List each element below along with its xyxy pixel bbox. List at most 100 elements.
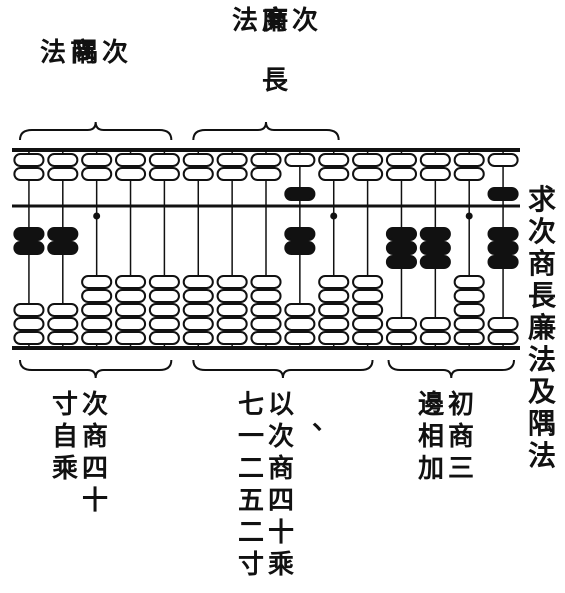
- abacus-bead-lower: [114, 331, 147, 345]
- label-bottom-right-line3: 加三: [418, 456, 474, 486]
- abacus-bead-upper: [284, 153, 316, 167]
- label-line: 七以: [238, 392, 294, 418]
- label-bottom-center-line1: 七以: [238, 392, 294, 422]
- label-glyph: 加: [418, 454, 445, 484]
- label-glyph: 邊: [418, 390, 445, 420]
- label-glyph: 乘: [52, 454, 79, 484]
- label-glyph: 商: [262, 6, 289, 36]
- label-line: 五四: [238, 488, 294, 514]
- abacus-bead-lower: [385, 331, 418, 345]
- label-bottom-center-mark: 、: [312, 408, 338, 438]
- label-bottom-left-col1: 寸次: [52, 392, 108, 422]
- abacus-bead-upper: [81, 153, 113, 167]
- abacus-bead-lower: [487, 227, 519, 241]
- label-glyph: 法: [40, 38, 67, 68]
- abacus-bead-upper: [453, 153, 485, 167]
- label-glyph: 五: [238, 486, 265, 516]
- label-line: 加三: [418, 456, 474, 482]
- abacus-bead-lower: [419, 331, 451, 345]
- abacus-bead-lower: [318, 331, 350, 345]
- label-glyph: 商: [70, 38, 97, 68]
- side-title-char: 求: [528, 183, 557, 216]
- abacus-bead-lower: [352, 331, 384, 345]
- label-glyph: 一: [238, 422, 265, 452]
- label-line: 長: [262, 66, 289, 96]
- label-glyph: 二: [238, 454, 265, 484]
- abacus-bead-lower: [216, 331, 248, 345]
- abacus-bead-lower: [284, 241, 316, 255]
- abacus-bead-lower: [81, 317, 113, 331]
- abacus-bead-lower: [216, 303, 248, 317]
- abacus-bead-lower: [148, 303, 180, 317]
- abacus-bead-lower: [352, 275, 384, 289]
- abacus-bead-lower: [13, 317, 45, 331]
- label-bottom-center-line5: 二十: [238, 520, 294, 550]
- abacus-bead-lower: [250, 303, 282, 317]
- side-title-char: 商: [528, 247, 557, 280]
- abacus-bead-upper: [182, 153, 214, 167]
- abacus-bead-upper: [182, 167, 214, 181]
- label-glyph: 隅: [72, 38, 99, 68]
- label-glyph: 法: [232, 6, 259, 36]
- side-title-char: 廉: [528, 311, 557, 344]
- label-glyph: 以: [268, 390, 295, 420]
- side-title-char: 及: [528, 375, 557, 408]
- abacus-bead-lower: [114, 303, 147, 317]
- abacus-bead-upper: [453, 167, 485, 181]
- abacus-bead-upper: [250, 167, 282, 181]
- abacus-bead-lower: [13, 241, 45, 255]
- abacus-bead-upper: [47, 153, 79, 167]
- abacus-bead-lower: [182, 289, 214, 303]
- abacus-bead-upper: [487, 187, 519, 201]
- abacus-bead-lower: [453, 275, 485, 289]
- abacus-bead-upper: [13, 153, 45, 167]
- label-glyph: 二: [238, 518, 265, 548]
- label-glyph: 次: [268, 422, 295, 452]
- label-line: 自商: [52, 424, 108, 450]
- abacus-bead-lower: [47, 317, 79, 331]
- label-glyph: 商: [82, 422, 109, 452]
- abacus-bead-upper: [13, 167, 45, 181]
- abacus-bead-lower: [352, 289, 384, 303]
- label-line: 寸乘: [238, 552, 294, 578]
- abacus-bead-lower: [148, 289, 180, 303]
- abacus-bead-lower: [419, 227, 451, 241]
- side-title-char: 法: [528, 439, 557, 472]
- label-glyph: 十: [268, 518, 295, 548]
- label-glyph: 自: [52, 422, 79, 452]
- abacus-bead-lower: [318, 303, 350, 317]
- abacus-bead-lower: [453, 303, 485, 317]
- abacus-bead-upper: [47, 167, 79, 181]
- label-line: 法商: [40, 40, 96, 66]
- label-bottom-right-line1: 邊初: [418, 392, 474, 422]
- abacus-bead-lower: [453, 317, 485, 331]
- label-bottom-left-col2: 自商: [52, 424, 108, 454]
- abacus-bead-lower: [81, 275, 113, 289]
- abacus-bead-lower: [13, 331, 45, 345]
- label-bottom-left-col3: 乘四: [52, 456, 108, 486]
- abacus-bead-upper: [148, 153, 180, 167]
- label-line: 二十: [238, 520, 294, 546]
- label-glyph: 商: [448, 422, 475, 452]
- abacus-bead-lower: [453, 289, 485, 303]
- label-glyph: 四: [268, 486, 295, 516]
- abacus-bead-lower: [81, 289, 113, 303]
- label-glyph: 次: [102, 38, 129, 68]
- abacus-bead-upper: [385, 167, 418, 181]
- label-line: 廉次: [262, 8, 318, 34]
- abacus-bead-lower: [318, 275, 350, 289]
- abacus-bead-lower: [81, 331, 113, 345]
- label-bottom-right-line2: 相商: [418, 424, 474, 454]
- abacus-bead-upper: [114, 153, 147, 167]
- label-bottom-center-line3: 二商: [238, 456, 294, 486]
- label-bottom-left-col4: 十: [82, 488, 108, 518]
- label-glyph: 廉: [262, 6, 289, 36]
- abacus-bead-lower: [182, 303, 214, 317]
- label-bottom-center-line4: 五四: [238, 488, 294, 518]
- side-title-char: 次: [528, 215, 557, 248]
- abacus-bead-lower: [250, 331, 282, 345]
- abacus-bead-lower: [47, 303, 79, 317]
- label-line: 一次: [238, 424, 294, 450]
